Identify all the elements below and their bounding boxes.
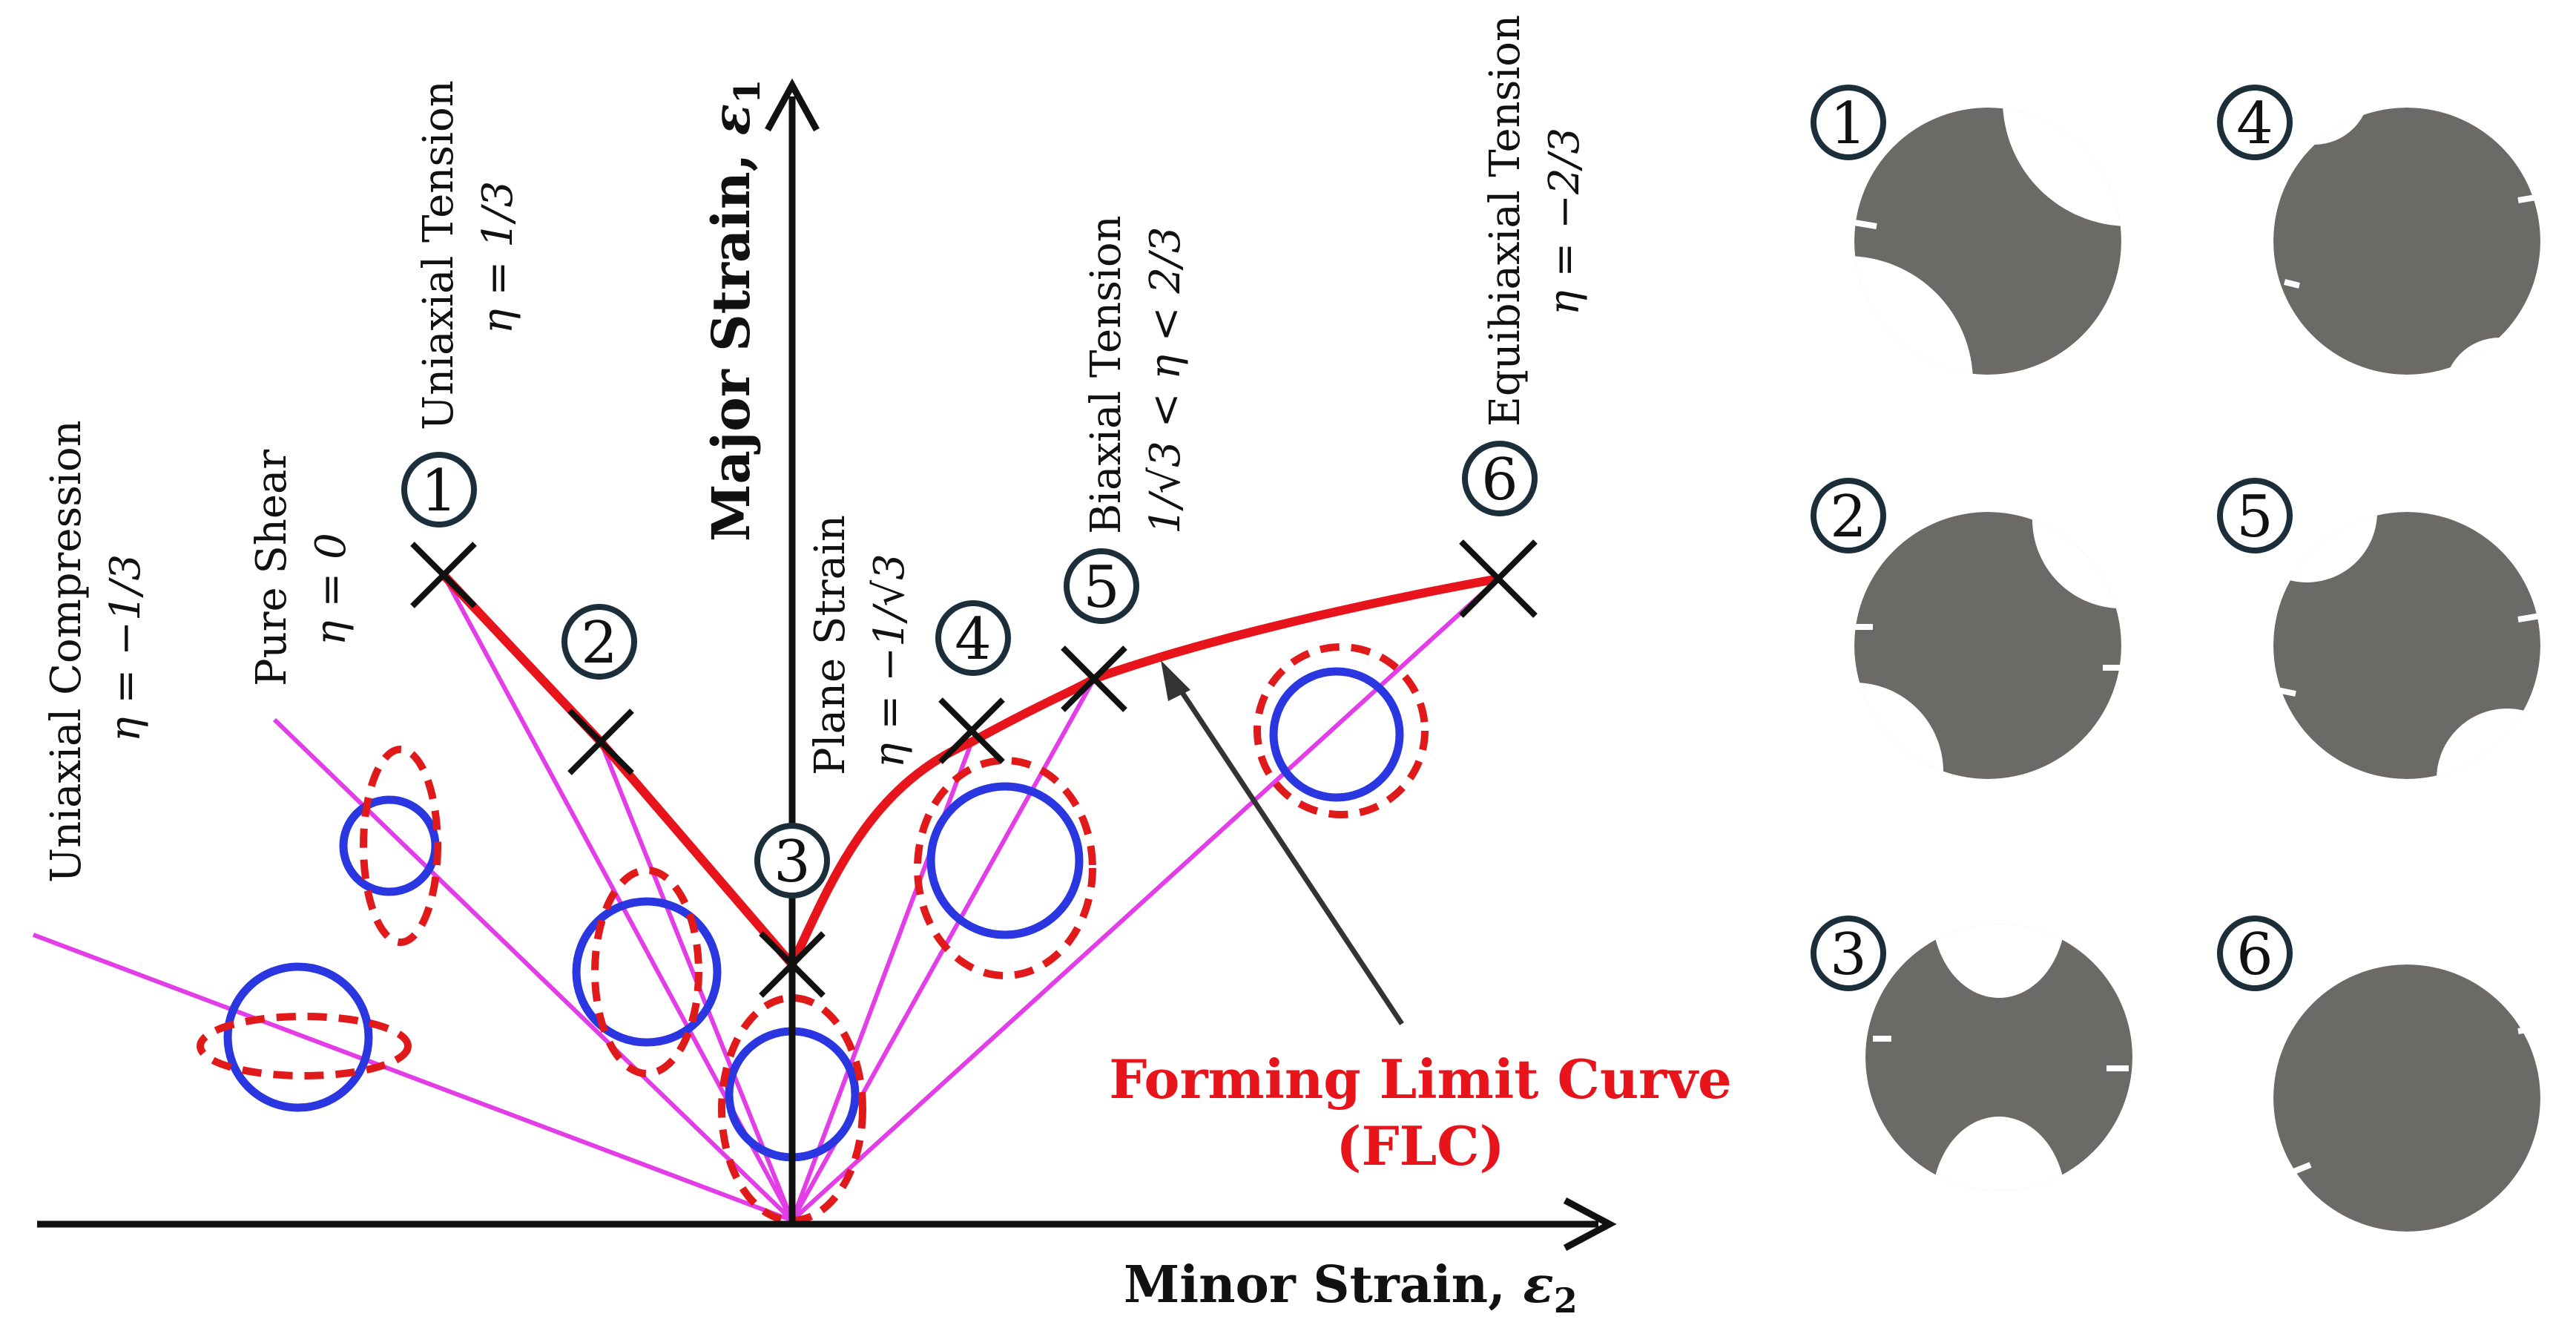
svg-text:5: 5 bbox=[1083, 554, 1120, 621]
forming-limit-curve bbox=[440, 571, 1500, 969]
label-uniaxial-tension-name: Uniaxial Tension bbox=[415, 80, 463, 430]
x-marker-1 bbox=[410, 542, 477, 608]
svg-text:2: 2 bbox=[581, 610, 618, 677]
major-strain-arrowhead bbox=[765, 78, 820, 132]
specimen-6 bbox=[2273, 964, 2541, 1232]
badge-5: 5 bbox=[1064, 548, 1139, 624]
label-pure-shear-name: Pure Shear bbox=[248, 450, 296, 686]
badge-1: 1 bbox=[401, 452, 477, 528]
state-badges: 1 2 3 4 5 6 bbox=[401, 441, 1538, 898]
svg-text:5: 5 bbox=[2236, 484, 2273, 551]
svg-text:3: 3 bbox=[774, 829, 811, 895]
strain-ellipse bbox=[591, 867, 702, 1077]
svg-text:4: 4 bbox=[955, 606, 992, 673]
major-strain-title: Major Strain, ε1 bbox=[700, 79, 768, 542]
label-uniaxial-compression-eta: η = −1/3 bbox=[102, 554, 150, 742]
label-equibiaxial-tension-eta: η = −2/3 bbox=[1541, 128, 1589, 315]
flc-annotation-arrow bbox=[1161, 660, 1404, 1025]
specimen-badge-4: 4 bbox=[2217, 85, 2293, 160]
label-plane-strain-name: Plane Strain bbox=[806, 515, 854, 775]
path-pure-shear bbox=[272, 717, 794, 1223]
strain-shapes bbox=[197, 643, 1429, 1224]
strain-circle bbox=[1269, 667, 1404, 802]
failure-markers bbox=[410, 539, 1538, 998]
label-uniaxial-tension-eta: η = 1/3 bbox=[474, 181, 522, 334]
specimen-4 bbox=[2273, 108, 2541, 375]
label-uniaxial-compression-name: Uniaxial Compression bbox=[42, 420, 90, 883]
specimen-badge-2: 2 bbox=[1811, 478, 1886, 553]
label-plane-strain-eta: η = −1/√3 bbox=[866, 553, 914, 768]
label-biaxial-tension-eta: 1/√3 < η < 2/3 bbox=[1142, 226, 1190, 534]
axes bbox=[37, 78, 1617, 1251]
specimen-badge-3: 3 bbox=[1811, 916, 1886, 991]
badge-2: 2 bbox=[561, 604, 637, 680]
strain-ellipse bbox=[197, 1013, 412, 1079]
specimen-1 bbox=[1854, 108, 2121, 375]
minor-strain-title: Minor Strain, ε2 bbox=[1124, 1255, 1578, 1321]
badge-6: 6 bbox=[1462, 441, 1538, 516]
strain-circle bbox=[572, 897, 722, 1047]
svg-text:6: 6 bbox=[2236, 921, 2273, 988]
strain-circle bbox=[339, 795, 440, 896]
strain-circle bbox=[223, 962, 373, 1112]
strain-ellipse bbox=[914, 757, 1096, 979]
state-labels: Uniaxial Compression η = −1/3 Pure Shear… bbox=[42, 15, 1589, 883]
x-marker-3 bbox=[759, 931, 826, 998]
strain-ellipse bbox=[718, 994, 866, 1224]
flc-label-line1: Forming Limit Curve bbox=[1109, 1048, 1732, 1111]
specimen-panel: 1 4 2 5 3 6 bbox=[1811, 85, 2541, 1232]
label-equibiaxial-tension-name: Equibiaxial Tension bbox=[1481, 15, 1529, 427]
strain-ellipse bbox=[360, 746, 441, 946]
svg-text:1: 1 bbox=[421, 458, 458, 525]
x-marker-6 bbox=[1459, 539, 1538, 618]
x-marker-2 bbox=[567, 709, 634, 775]
flc-label-line2: (FLC) bbox=[1336, 1114, 1504, 1177]
specimen-badge-5: 5 bbox=[2217, 478, 2293, 553]
badge-3: 3 bbox=[754, 823, 830, 898]
strain-circle bbox=[926, 782, 1084, 939]
label-pure-shear-eta: η = 0 bbox=[307, 533, 355, 645]
svg-text:Major Strain, ε1: Major Strain, ε1 bbox=[700, 79, 768, 542]
strain-ellipse bbox=[1254, 643, 1429, 818]
svg-text:4: 4 bbox=[2236, 91, 2273, 157]
minor-strain-arrowhead bbox=[1563, 1197, 1617, 1251]
x-marker-4 bbox=[938, 697, 1005, 764]
specimen-5 bbox=[2273, 512, 2541, 779]
specimen-2 bbox=[1854, 512, 2121, 779]
specimen-badge-1: 1 bbox=[1811, 85, 1886, 160]
badge-4: 4 bbox=[935, 600, 1011, 676]
svg-text:2: 2 bbox=[1830, 484, 1867, 551]
specimen-badge-6: 6 bbox=[2217, 916, 2293, 991]
svg-text:6: 6 bbox=[1481, 447, 1518, 513]
svg-text:3: 3 bbox=[1830, 921, 1867, 988]
path-uniaxial-compression bbox=[32, 933, 794, 1223]
label-biaxial-tension-name: Biaxial Tension bbox=[1082, 215, 1130, 534]
svg-text:1: 1 bbox=[1830, 91, 1867, 157]
x-marker-5 bbox=[1061, 645, 1127, 712]
specimen-3 bbox=[1865, 924, 2132, 1191]
